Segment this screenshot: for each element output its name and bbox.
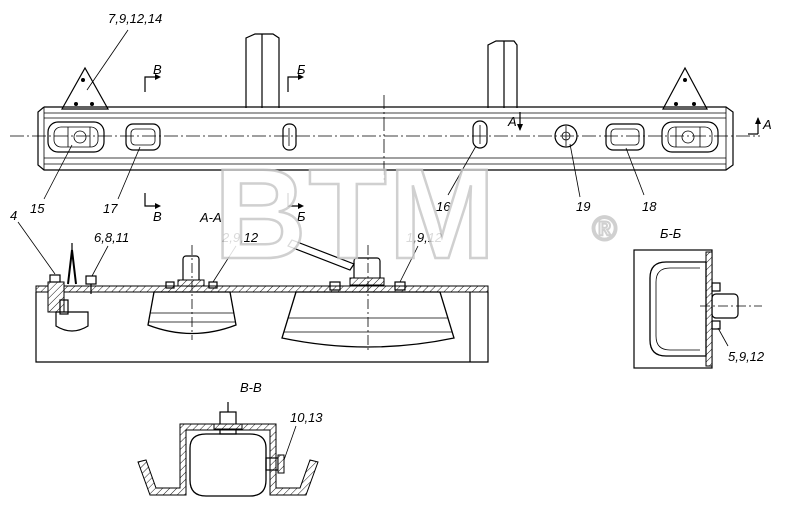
label-19: 19 [576, 199, 590, 214]
frame-rail-left [245, 33, 280, 108]
mark-a-left: А [507, 114, 517, 129]
mark-b-bottom: Б [297, 209, 306, 224]
lamp-aa-left [147, 245, 237, 340]
mark-a-right: А [762, 117, 772, 132]
watermark-registered: ® [592, 210, 617, 248]
top-view: В В Б Б А А [10, 29, 772, 224]
section-mark-a: А А [507, 112, 772, 135]
label-1-9-12: 1,9,12 [406, 230, 443, 245]
lamp-side-left [125, 123, 161, 151]
section-bb [633, 249, 762, 369]
section-title-aa: А-А [199, 210, 222, 225]
leaders-top [43, 29, 645, 200]
mark-b-top: Б [297, 62, 306, 77]
lamp-unit-left [47, 121, 105, 153]
watermark-text: BTM [214, 143, 497, 286]
lamp-aa-right [281, 239, 455, 352]
marker-light-right [472, 120, 488, 149]
lamp-unit-right [661, 121, 719, 153]
lamp-side-right [605, 123, 645, 151]
leaders-aa [17, 221, 419, 283]
mark-v-top: В [153, 62, 162, 77]
label-7-9-12-14: 7,9,12,14 [108, 11, 162, 26]
section-titles: А-А Б-Б В-В [199, 210, 682, 395]
reflector-triangle-right [661, 66, 709, 110]
callout-labels: 7,9,12,14 15 17 16 19 18 4 6,8,11 2,9,12… [10, 11, 765, 425]
marker-light-left [282, 123, 297, 151]
bumper-beam [37, 106, 734, 171]
label-16: 16 [436, 199, 451, 214]
mark-v-bottom: В [153, 209, 162, 224]
bracket-left [47, 243, 97, 332]
reflector-triangle-left [60, 66, 110, 110]
section-vv [137, 402, 319, 497]
label-6-8-11: 6,8,11 [94, 230, 129, 245]
label-17: 17 [103, 201, 118, 216]
section-title-bb: Б-Б [660, 226, 682, 241]
round-socket [554, 124, 578, 148]
watermark-logo: BTM ® [213, 142, 618, 288]
frame-rail-right [487, 40, 518, 108]
label-18: 18 [642, 199, 657, 214]
section-mark-b: Б Б [287, 62, 306, 224]
label-5-9-12: 5,9,12 [728, 349, 765, 364]
section-title-vv: В-В [240, 380, 262, 395]
label-2-9-12: 2,9,12 [221, 230, 259, 245]
label-10-13: 10,13 [290, 410, 323, 425]
label-15: 15 [30, 201, 45, 216]
section-aa [17, 221, 489, 363]
section-mark-v: В В [144, 62, 162, 224]
section-plate [35, 285, 489, 293]
label-4: 4 [10, 208, 17, 223]
